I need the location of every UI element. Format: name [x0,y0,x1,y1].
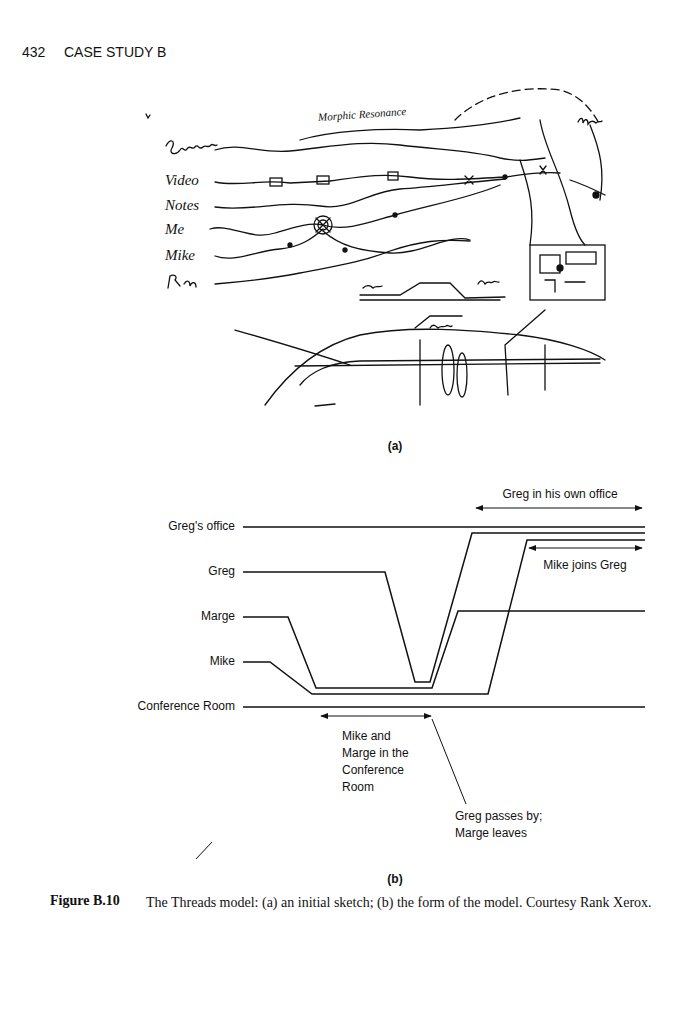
thread-label: Conference Room [138,699,235,713]
span-annotation: Mike and Marge in the Conference Room [342,728,424,796]
span-annotation: Greg in his own office [502,487,617,501]
handwritten-label: Video [165,171,199,189]
event-annotation: Greg passes by; Marge leaves [455,808,563,842]
figure-caption: The Threads model: (a) an initial sketch… [146,893,661,913]
panel-label: (b) [387,872,402,886]
thread-label: Greg [208,564,235,578]
panel-label: (a) [388,439,403,453]
threads-model [243,527,645,707]
running-header: CASE STUDY B [64,44,166,61]
figure-number: Figure B.10 [50,893,120,910]
handwritten-label: Mike [165,246,195,264]
handwritten-label: Morphic Resonance [318,105,407,124]
span-arrows [196,508,642,859]
page-number: 432 [22,44,45,61]
hand-sketch [146,89,605,406]
thread-label: Mike [210,654,235,668]
handwritten-label: Me [165,220,184,238]
thread-label: Greg's office [168,519,235,533]
thread-label: Marge [201,609,235,623]
handwritten-label: Notes [165,196,199,214]
span-annotation: Mike joins Greg [543,558,626,572]
